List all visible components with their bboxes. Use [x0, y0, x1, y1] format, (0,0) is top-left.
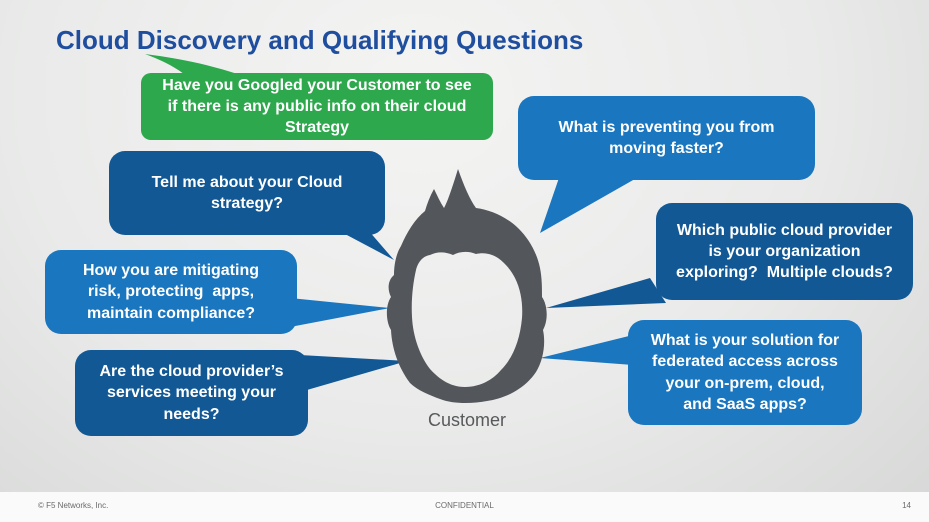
customer-label: Customer	[427, 410, 507, 430]
speech-bubble-googled: Have you Googled your Customer to see if…	[141, 73, 493, 140]
slide-title: Cloud Discovery and Qualifying Questions	[56, 25, 584, 55]
bubble-tail-preventing-faster	[540, 175, 642, 233]
speech-bubble-mitigating-risk: How you are mitigating risk, protecting …	[45, 250, 297, 334]
footer-copyright: © F5 Networks, Inc.	[38, 501, 109, 510]
customer-head-icon	[386, 169, 547, 404]
bubble-tail-which-provider	[546, 278, 666, 308]
footer-page-number: 14	[902, 501, 911, 510]
slide-footer: © F5 Networks, Inc. CONFIDENTIAL 14	[0, 492, 929, 522]
speech-bubble-preventing-faster: What is preventing you from moving faste…	[518, 96, 815, 180]
footer-classification: CONFIDENTIAL	[435, 501, 494, 510]
speech-bubble-cloud-strategy: Tell me about your Cloud strategy?	[109, 151, 385, 235]
bubble-tail-provider-services	[300, 355, 407, 392]
speech-bubble-which-provider: Which public cloud provider is your orga…	[656, 203, 913, 300]
speech-bubble-federated-access: What is your solution for federated acce…	[628, 320, 862, 425]
speech-bubble-provider-services: Are the cloud provider’s services meetin…	[75, 350, 308, 436]
bubble-tail-federated-access	[540, 335, 633, 365]
bubble-tail-mitigating-risk	[290, 298, 390, 327]
